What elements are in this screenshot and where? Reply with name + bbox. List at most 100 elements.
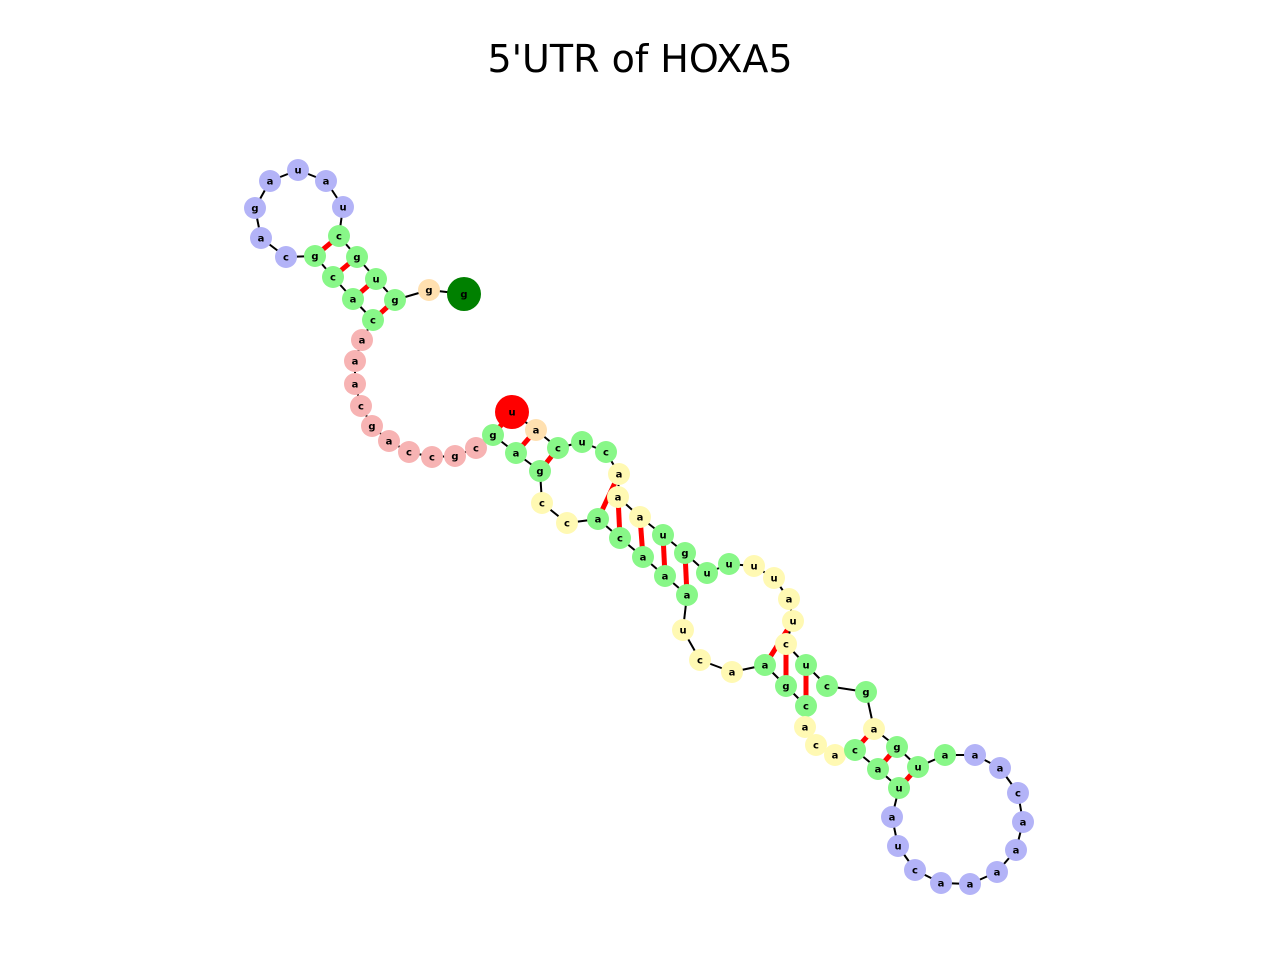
nucleotide-circle [863, 718, 885, 740]
nucleotide-26: g [444, 445, 466, 467]
nucleotide-circle [250, 227, 272, 249]
nucleotide-circle [525, 419, 547, 441]
nucleotide-circle [315, 170, 337, 192]
nucleotide-22: g [361, 415, 383, 437]
nucleotide-base-label: a [1020, 818, 1027, 829]
nucleotide-circle [888, 777, 910, 799]
nucleotide-base-label: c [603, 448, 609, 459]
nucleotide-circle [418, 279, 440, 301]
nucleotide-base-label: a [533, 426, 540, 437]
nucleotide-43: c [795, 695, 817, 717]
nucleotide-58: c [1007, 782, 1029, 804]
nucleotide-59: a [989, 757, 1011, 779]
nucleotide-base-label: u [578, 438, 585, 449]
nucleotide-circle [571, 431, 593, 453]
nucleotide-circle [855, 681, 877, 703]
nucleotide-13: c [275, 246, 297, 268]
nucleotide-circle [322, 266, 344, 288]
nucleotide-7: u [332, 196, 354, 218]
nucleotide-circle [1007, 782, 1029, 804]
nucleotide-82: c [547, 437, 569, 459]
nucleotide-4: u [365, 268, 387, 290]
nucleotide-base-label: u [372, 275, 379, 286]
nucleotide-circle [844, 739, 866, 761]
nucleotide-base-label: u [789, 617, 796, 628]
nucleotide-84: u [495, 395, 529, 429]
nucleotide-circle [881, 806, 903, 828]
nucleotide-base-label: a [350, 295, 357, 306]
nucleotide-base-label: c [803, 702, 809, 713]
nucleotide-2: g [418, 279, 440, 301]
nucleotide-base-label: g [489, 431, 496, 442]
nucleotide-base-label: a [832, 751, 839, 762]
nucleotide-50: a [881, 806, 903, 828]
nucleotide-circle [989, 757, 1011, 779]
nucleotide-21: c [350, 395, 372, 417]
nucleotide-circle [346, 246, 368, 268]
nucleotide-base-label: a [615, 493, 622, 504]
nucleotide-base-label: u [770, 574, 777, 585]
nucleotide-circle [342, 288, 364, 310]
nucleotide-30: g [529, 460, 551, 482]
nucleotide-62: u [907, 756, 929, 778]
nucleotide-base-label: g [536, 467, 543, 478]
nucleotide-base-label: c [912, 866, 918, 877]
nucleotide-circle [556, 512, 578, 534]
nucleotide-circle [795, 695, 817, 717]
nucleotide-circle [609, 527, 631, 549]
nucleotide-base-label: a [258, 234, 265, 245]
nucleotide-circle [244, 197, 266, 219]
nucleotide-35: a [632, 546, 654, 568]
nucleotide-64: a [863, 718, 885, 740]
nucleotide-70: a [778, 588, 800, 610]
nucleotide-base-label: c [783, 640, 789, 651]
nucleotide-base-label: u [679, 626, 686, 637]
diagram-title: 5'UTR of HOXA5 [487, 37, 793, 81]
nucleotide-36: a [654, 565, 676, 587]
nucleotide-base-label: a [616, 470, 623, 481]
nucleotide-44: a [794, 716, 816, 738]
nucleotide-17: c [362, 309, 384, 331]
nucleotide-base-label: a [637, 513, 644, 524]
nucleotide-circle [547, 437, 569, 459]
nucleotide-base-label: a [938, 879, 945, 890]
nucleotide-circle [350, 395, 372, 417]
nucleotide-71: u [763, 567, 785, 589]
nucleotide-45: c [805, 734, 827, 756]
nucleotide-67: u [795, 654, 817, 676]
nucleotide-base-label: a [684, 591, 691, 602]
nucleotide-base-label: g [893, 743, 900, 754]
nucleotide-base-label: u [895, 784, 902, 795]
nucleotide-circle [794, 716, 816, 738]
nucleotide-base-label: g [311, 252, 318, 263]
nucleotide-38: u [672, 619, 694, 641]
nucleotide-circle [1012, 811, 1034, 833]
nucleotide-circle [934, 744, 956, 766]
nucleotide-52: c [904, 859, 926, 881]
nucleotide-base-label: g [460, 290, 467, 301]
nucleotide-1: g [447, 277, 481, 311]
nucleotide-circle [447, 277, 481, 311]
nucleotide-circle [332, 196, 354, 218]
nucleotide-60: a [964, 744, 986, 766]
nucleotide-37: a [676, 584, 698, 606]
nucleotide-circle [529, 460, 551, 482]
base-pair-edges [313, 234, 920, 790]
nucleotide-circle [824, 744, 846, 766]
nucleotide-base-label: u [725, 560, 732, 571]
nucleotide-circle [421, 446, 443, 468]
nucleotide-circle [782, 610, 804, 632]
nucleotide-base-label: c [824, 682, 830, 693]
nucleotide-61: a [934, 744, 956, 766]
nucleotide-16: a [342, 288, 364, 310]
nucleotide-55: a [986, 861, 1008, 883]
nucleotide-base-label: u [294, 166, 301, 177]
nucleotide-circle [886, 736, 908, 758]
nucleotide-circle [930, 872, 952, 894]
nucleotide-20: a [344, 373, 366, 395]
nucleotide-base-label: a [871, 725, 878, 736]
nucleotide-base-label: a [352, 357, 359, 368]
nucleotide-78: a [607, 486, 629, 508]
